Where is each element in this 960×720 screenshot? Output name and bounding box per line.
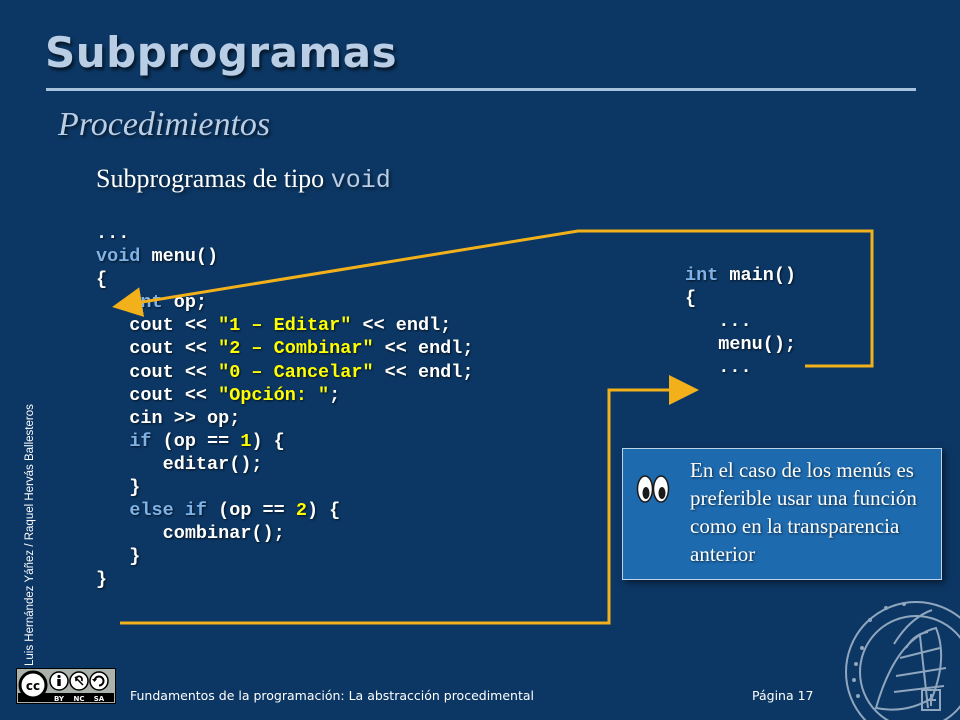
code-token: menu(): [140, 246, 219, 268]
note-box: [622, 448, 942, 580]
code-token: if: [129, 430, 152, 452]
title-divider: [46, 88, 916, 91]
note-text: En el caso de los menús es preferible us…: [690, 458, 917, 566]
code-token: editar();: [96, 453, 263, 475]
menu-code-line: }: [96, 568, 473, 591]
cc-license-logo[interactable]: cc BY NC SA: [16, 668, 116, 704]
heading-keyword: void: [330, 166, 391, 195]
license-nc: NC: [74, 695, 85, 703]
code-token: cout <<: [96, 384, 219, 406]
code-token: (op ==: [151, 430, 241, 452]
course-footer: Fundamentos de la programación: La abstr…: [130, 688, 534, 703]
code-token: 2: [295, 500, 307, 522]
code-token: "Opción: ": [218, 384, 330, 406]
menu-code-line: }: [96, 545, 473, 568]
code-token: void: [96, 246, 141, 268]
menu-code-line: cout << "Opción: ";: [96, 384, 473, 407]
code-token: ) {: [251, 430, 285, 452]
main-code-block: int main(){ ... menu(); ...: [685, 264, 796, 379]
section-heading: Subprogramas de tipo void: [96, 164, 391, 195]
code-token: main(): [718, 265, 797, 286]
code-token: "1 – Editar": [218, 315, 352, 337]
code-token: ...: [685, 357, 752, 379]
code-token: menu();: [685, 334, 797, 356]
slide-subtitle: Procedimientos: [58, 106, 271, 143]
code-token: combinar();: [96, 523, 285, 545]
menu-code-line: cout << "2 – Combinar" << endl;: [96, 337, 473, 360]
code-token: }: [96, 546, 141, 568]
slide-title: Subprogramas: [45, 28, 398, 77]
menu-code-line: editar();: [96, 453, 473, 476]
menu-code-line: combinar();: [96, 522, 473, 545]
code-token: op;: [162, 292, 208, 314]
author-credit: Luis Hernández Yáñez / Raquel Hervás Bal…: [24, 404, 36, 666]
call-arrow: [112, 229, 874, 368]
code-token: ...: [96, 223, 130, 244]
main-code-line: menu();: [685, 333, 796, 356]
code-token: int: [685, 265, 719, 286]
cc-mark: cc: [26, 679, 40, 693]
code-token: cout <<: [96, 338, 219, 360]
return-arrow: [120, 375, 699, 625]
heading-text: Subprogramas de tipo: [96, 164, 331, 193]
code-token: ) {: [306, 500, 341, 522]
menu-code-line: cout << "1 – Editar" << endl;: [96, 314, 473, 337]
license-by: BY: [54, 695, 65, 703]
code-token: ...: [685, 311, 752, 333]
main-code-line: int main(): [685, 264, 796, 287]
code-token: cout <<: [96, 315, 219, 337]
code-token: cin >> op;: [96, 407, 241, 429]
code-token: 1: [240, 430, 252, 452]
menu-code-line: }: [96, 476, 473, 499]
menu-code-line: cin >> op;: [96, 407, 473, 430]
menu-code-line: else if (op == 2) {: [96, 499, 473, 522]
menu-code-block: ...void menu(){ int op; cout << "1 – Edi…: [96, 222, 473, 592]
code-token: << endl;: [351, 315, 452, 337]
university-seal-icon: [845, 601, 960, 720]
code-token: "0 – Cancelar": [218, 361, 374, 383]
menu-code-line: if (op == 1) {: [96, 430, 473, 453]
code-token: (op ==: [207, 500, 296, 522]
main-code-line: {: [685, 287, 796, 310]
eyes-icon: [636, 475, 670, 503]
menu-code-line: {: [96, 268, 473, 291]
code-token: {: [685, 288, 697, 310]
code-token: }: [96, 569, 108, 591]
page-number: Página 17: [752, 688, 814, 703]
code-token: {: [96, 269, 108, 291]
main-code-line: ...: [685, 310, 796, 333]
menu-code-line: ...: [96, 222, 473, 245]
code-token: << endl;: [373, 361, 474, 383]
code-token: cout <<: [96, 361, 219, 383]
main-code-line: ...: [685, 356, 796, 379]
code-token: "2 – Combinar": [218, 338, 374, 360]
code-token: ;: [329, 384, 341, 406]
license-sa: SA: [94, 695, 105, 703]
menu-code-line: void menu(): [96, 245, 473, 268]
code-token: << endl;: [373, 338, 474, 360]
code-token: else if: [129, 500, 208, 522]
code-token: }: [96, 477, 141, 499]
menu-code-line: cout << "0 – Cancelar" << endl;: [96, 361, 473, 384]
